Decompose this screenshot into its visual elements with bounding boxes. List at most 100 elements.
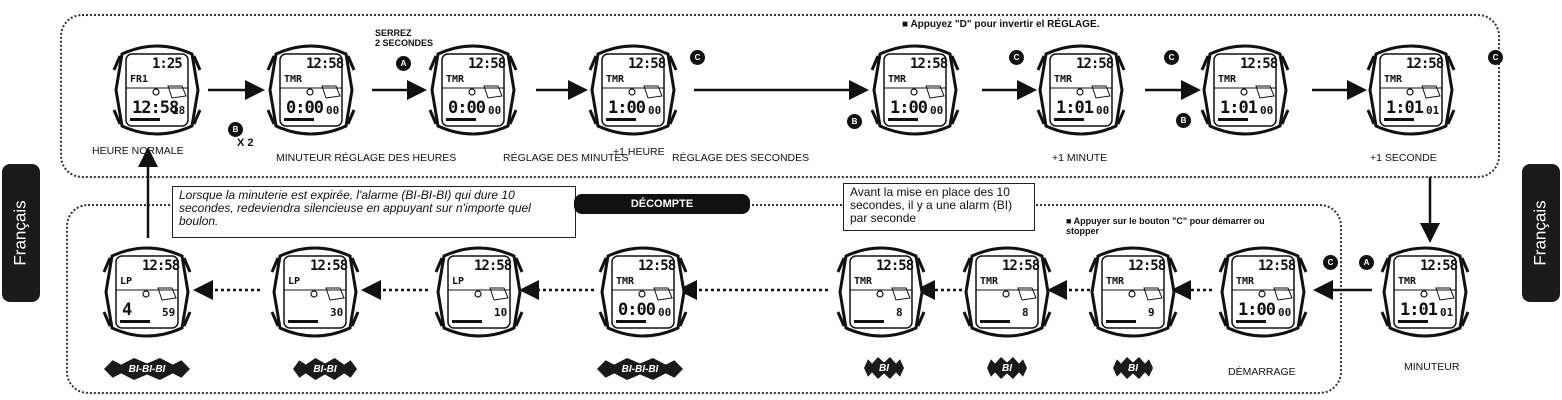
watch-lower-seconds: 8	[1022, 306, 1029, 319]
alarm-burst: BI-BI-BI	[104, 358, 190, 380]
info-alarm-expired: Lorsque la minuterie est expirée, l'alar…	[172, 186, 576, 238]
alarm-burst: BI-BI-BI	[597, 358, 683, 380]
button-a-icon: A	[1359, 255, 1374, 270]
note-appuyer-c: ■ Appuyer sur le bouton "C" pour démarre…	[1066, 216, 1265, 236]
watch-upper-time: 12:58	[1258, 258, 1296, 274]
watch-mode: LP	[120, 276, 133, 287]
watch-mode: TMR	[1218, 74, 1237, 85]
language-tab-right: Français	[1522, 164, 1560, 302]
watch-mode: TMR	[284, 74, 303, 85]
watch-lower-time: 1:01	[1386, 98, 1424, 118]
watch-upper-time: 12:58	[628, 56, 666, 72]
alarm-burst: BI	[1113, 357, 1153, 379]
watch-mode: FR1	[130, 74, 149, 85]
watch-lower-seconds: 00	[658, 306, 672, 319]
watch-mode: TMR	[446, 74, 465, 85]
label-plus-1-seconde: +1 SECONDE	[1370, 152, 1437, 164]
watch-face	[434, 246, 524, 338]
note-serrez: SERREZ 2 SECONDES	[375, 28, 434, 48]
watch-lower-seconds: 00	[326, 104, 340, 117]
watch-upper-time: 12:58	[876, 258, 914, 274]
watch-upper-time: 12:58	[310, 258, 348, 274]
watch-mode: TMR	[854, 276, 873, 287]
watch-mode: TMR	[1106, 276, 1125, 287]
watch-face	[1088, 246, 1178, 338]
watch-face	[962, 246, 1052, 338]
label-minuteur: MINUTEUR	[1404, 361, 1460, 373]
watch-lower-seconds: 00	[1278, 306, 1292, 319]
button-b-icon: B	[1176, 113, 1191, 128]
button-c-icon: C	[1323, 255, 1338, 270]
alarm-burst: BI	[864, 357, 904, 379]
watch-mode: TMR	[1398, 276, 1417, 287]
label-reglage-minutes: RÉGLAGE DES MINUTES	[503, 152, 629, 164]
watch-lower-time: 1:00	[890, 98, 928, 118]
watch-lower-time: 1:01	[1220, 98, 1258, 118]
alarm-burst: BI-BI	[293, 358, 357, 380]
watch-upper-time: 12:58	[142, 258, 180, 274]
watch-mode: TMR	[1384, 74, 1403, 85]
watch-face	[588, 44, 678, 136]
watch-lower-seconds: 18	[172, 104, 186, 117]
watch-lower-seconds: 00	[930, 104, 944, 117]
watch-lower-seconds: 59	[162, 306, 176, 319]
watch-mode: TMR	[1236, 276, 1255, 287]
watch-lower-seconds: 01	[1426, 104, 1440, 117]
language-tab-left: Français	[2, 164, 40, 302]
watch-lower-seconds: 01	[1440, 306, 1454, 319]
watch-face	[1366, 44, 1456, 136]
watch-face	[1036, 44, 1126, 136]
button-b-icon: B	[847, 114, 862, 129]
watch-face	[598, 246, 688, 338]
watch-lower-seconds: 00	[488, 104, 502, 117]
watch-mode: TMR	[888, 74, 907, 85]
watch-face	[266, 44, 356, 136]
watch-face	[102, 246, 192, 338]
watch-lower-time: 1:00	[1238, 300, 1276, 320]
watch-lower-seconds: 30	[330, 306, 344, 319]
note-x2: X 2	[237, 137, 254, 149]
top-row-frame	[60, 14, 1500, 178]
watch-upper-time: 12:58	[1406, 56, 1444, 72]
watch-lower-seconds: 00	[1096, 104, 1110, 117]
watch-lower-time: 1:01	[1400, 300, 1438, 320]
watch-lower-seconds: 10	[494, 306, 508, 319]
watch-upper-time: 12:58	[1240, 56, 1278, 72]
watch-face	[1218, 246, 1308, 338]
watch-lower-time: 0:00	[618, 300, 656, 320]
watch-lower-time: 12:58	[132, 98, 179, 118]
watch-lower-seconds: 00	[648, 104, 662, 117]
countdown-pill: DÉCOMPTE	[574, 194, 750, 214]
label-demarrage: DÉMARRAGE	[1228, 366, 1296, 378]
label-reglage-secondes: RÉGLAGE DES SECONDES	[672, 152, 810, 164]
button-c-icon: C	[1488, 50, 1503, 65]
button-c-icon: C	[690, 50, 705, 65]
watch-lower-time: 0:00	[286, 98, 324, 118]
watch-upper-time: 1:25	[152, 56, 183, 72]
watch-face	[870, 44, 960, 136]
watch-upper-time: 12:58	[1128, 258, 1166, 274]
label-reglage-heures: MINUTEUR RÉGLAGE DES HEURES	[276, 152, 457, 164]
watch-upper-time: 12:58	[1002, 258, 1040, 274]
watch-upper-time: 12:58	[910, 56, 948, 72]
watch-lower-seconds: 9	[1148, 306, 1155, 319]
watch-face	[428, 44, 518, 136]
button-c-icon: C	[1164, 50, 1179, 65]
button-c-icon: C	[1009, 50, 1024, 65]
watch-mode: TMR	[1054, 74, 1073, 85]
